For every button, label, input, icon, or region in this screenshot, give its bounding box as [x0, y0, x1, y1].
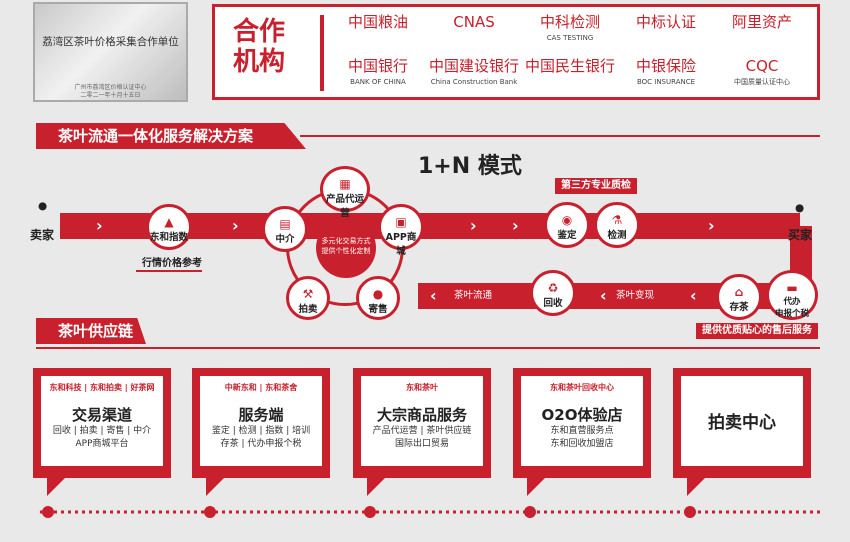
cooperation-plaque: 荔湾区茶叶价格采集合作单位 广州市荔湾区价格认证中心 二零二一年十月十五日: [33, 2, 188, 102]
cmbc-icon: 中国民生银行: [525, 57, 616, 75]
app-node: ▣APP商城: [378, 204, 424, 257]
supply-chain-banner: 茶叶供应链: [36, 318, 146, 344]
consign-node: ●寄售: [356, 276, 400, 320]
mode-title: 1+N 模式: [418, 154, 522, 179]
chevron-right-icon: ›: [512, 216, 519, 235]
chevron-left-icon: ‹: [600, 286, 607, 305]
agent-node: ▤中介: [262, 206, 308, 252]
chevron-right-icon: ›: [470, 216, 477, 235]
chevron-left-icon: ‹: [690, 286, 697, 305]
ali-icon: 阿里资产: [731, 13, 792, 31]
coin-emblem-icon: 中国粮油: [347, 13, 408, 31]
document-icon: ▤: [279, 217, 291, 231]
price-ref-label: 行情价格参考: [142, 258, 202, 269]
chevron-right-icon: ›: [96, 216, 103, 235]
cnas-icon: CNAS: [453, 13, 495, 31]
chevron-right-icon: ›: [232, 216, 239, 235]
buyer-icon: ●: [795, 202, 805, 214]
tea-flow-label: 茶叶流通: [454, 290, 493, 301]
tax-node: ▬代办申报个税: [766, 270, 818, 320]
chart-icon: ▲: [164, 215, 174, 229]
chevron-left-icon: ‹: [430, 286, 437, 305]
magnifier-icon: ◉: [561, 213, 573, 227]
recycle-node: ♻回收: [530, 270, 576, 316]
briefcase-icon: ▬: [786, 281, 798, 295]
supply-chain-rule: [36, 347, 820, 349]
solution-rule: [300, 135, 820, 137]
card-bulk-commodity: 东和茶叶大宗商品服务产品代运营 | 茶叶供应链国际出口贸易: [353, 368, 491, 496]
partners-label: 合作机构: [233, 17, 286, 77]
partners-divider: [320, 15, 324, 91]
seller-label: 卖家: [30, 228, 55, 242]
inspect-node: ⚗检测: [594, 202, 640, 248]
product-node: ▦产品代运营: [320, 166, 370, 219]
casc-icon: 中标认证: [635, 13, 696, 31]
recycle-icon: ♻: [547, 281, 559, 295]
chevron-right-icon: ›: [708, 216, 715, 235]
supply-chain-title: 茶叶供应链: [58, 322, 134, 340]
tea-cash-label: 茶叶变现: [616, 290, 655, 301]
seller-icon: ●: [38, 200, 48, 212]
price-ref-underline: [136, 270, 202, 272]
buyer-label: 买家: [788, 228, 813, 242]
after-sale-label: 提供优质贴心的售后服务: [696, 323, 818, 339]
solution-banner: 茶叶流通一体化服务解决方案: [36, 123, 306, 149]
plaque-date: 二零二一年十月十五日: [80, 92, 141, 99]
cart-icon: ▣: [395, 215, 407, 229]
third-party-label: 第三方专业质检: [555, 178, 637, 194]
appraise-node: ◉鉴定: [544, 202, 590, 248]
store-node: ⌂存茶: [716, 274, 762, 320]
coin-icon: ●: [372, 287, 384, 301]
index-node: ▲东和指数: [146, 204, 192, 250]
plaque-title: 荔湾区茶叶价格采集合作单位: [42, 36, 179, 48]
box-icon: ▦: [339, 177, 351, 191]
auction-node: ⚒拍卖: [286, 276, 330, 320]
plaque-subtitle: 广州市荔湾区价格认证中心: [74, 84, 147, 91]
timeline-dots: [40, 506, 820, 518]
house-icon: ⌂: [734, 285, 744, 299]
card-auction-center: 拍卖中心: [673, 368, 811, 496]
center-circle: 多元化交易方式提供个性化定制: [316, 218, 376, 278]
microscope-icon: ⚗: [611, 213, 623, 227]
gavel-icon: ⚒: [302, 287, 314, 301]
solution-title: 茶叶流通一体化服务解决方案: [58, 127, 254, 145]
card-service-end: 中新东和 | 东和茶舍服务端鉴定 | 检测 | 指数 | 培训存茶 | 代办申报…: [192, 368, 330, 496]
